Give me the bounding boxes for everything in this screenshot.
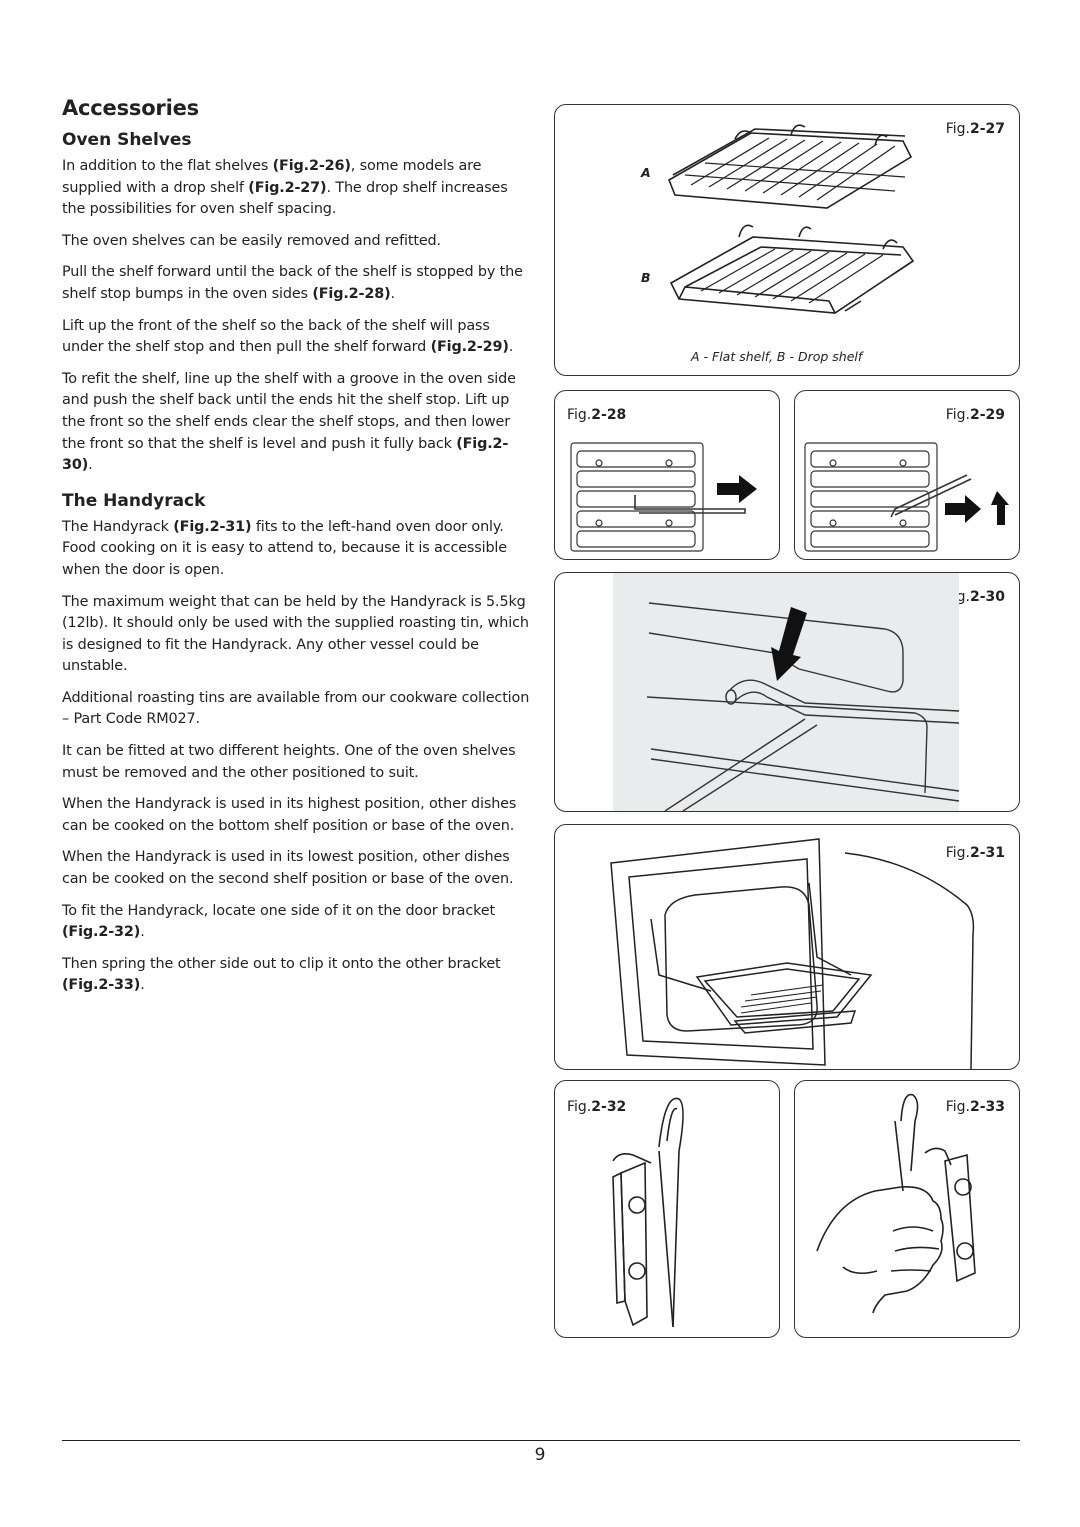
footer-rule [62,1440,1020,1441]
page-title: Accessories [62,96,199,120]
shelf-illustration [667,124,915,314]
figure-label: Fig.2-29 [945,407,1005,423]
paragraph: To refit the shelf, line up the shelf wi… [62,370,516,474]
bracket-with-hand-illustration [816,1093,976,1314]
section-heading-handyrack: The Handyrack [62,490,206,511]
figure-2-27: Fig.2-27 A B [554,104,1020,376]
text-column: Accessories Oven Shelves In addition to … [62,96,530,1007]
figure-2-28: Fig.2-28 [554,390,780,560]
paragraph: To fit the Handyrack, locate one side of… [62,902,495,941]
page-number: 9 [534,1445,546,1465]
figure-label: Fig.2-31 [945,845,1005,861]
figure-2-29: Fig.2-29 [794,390,1020,560]
paragraph: It can be fitted at two different height… [62,743,516,781]
shelf-refit-illustration [613,573,960,811]
paragraph: The Handyrack (Fig.2-31) fits to the lef… [62,518,507,578]
figure-label: Fig.2-27 [945,121,1005,137]
paragraph: Then spring the other side out to clip i… [62,955,501,994]
figure-2-33: Fig.2-33 [794,1080,1020,1338]
figure-2-30: Fig.2-30 [554,572,1020,812]
paragraph: Additional roasting tins are available f… [62,689,530,728]
handyrack-on-door-illustration [610,838,975,1069]
figure-label: Fig.2-32 [567,1099,627,1115]
bracket-illustration [612,1097,684,1328]
paragraph: Pull the shelf forward until the back of… [62,264,523,302]
figure-caption: A - Flat shelf, B - Drop shelf [691,349,863,364]
paragraph: When the Handyrack is used in its lowest… [62,849,514,888]
label-a: A [641,165,651,180]
paragraph: In addition to the flat shelves (Fig.2-2… [62,158,508,218]
paragraph: The oven shelves can be easily removed a… [62,232,441,249]
figure-label: Fig.2-28 [567,407,627,423]
figure-2-31: Fig.2-31 [554,824,1020,1070]
paragraph: The maximum weight that can be held by t… [62,593,529,675]
label-b: B [641,270,651,285]
figure-label: Fig.2-33 [945,1099,1005,1115]
oven-side-illustration [804,442,1009,552]
section-heading-oven-shelves: Oven Shelves [62,130,192,150]
oven-side-illustration [570,442,757,552]
paragraph: When the Handyrack is used in its highes… [62,796,517,834]
paragraph: Lift up the front of the shelf so the ba… [62,317,514,356]
figure-2-32: Fig.2-32 [554,1080,780,1338]
